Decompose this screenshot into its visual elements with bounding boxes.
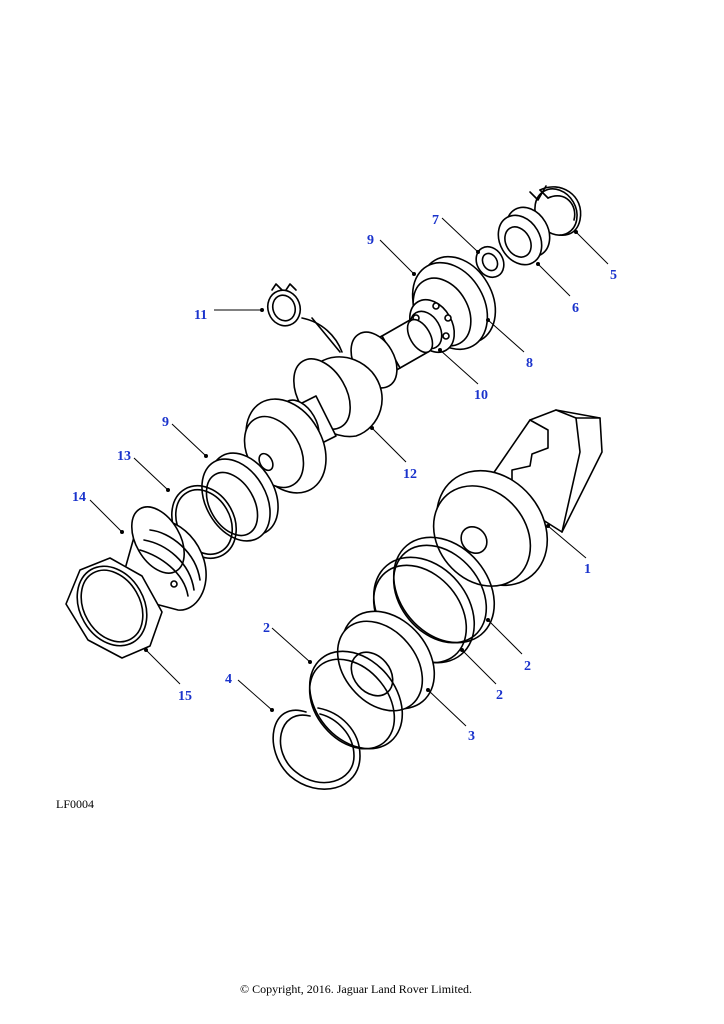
callout-6: 6	[572, 301, 579, 316]
part-12-pinion-shaft[interactable]	[230, 315, 438, 507]
callout-8: 8	[526, 356, 533, 371]
callout-15: 15	[178, 689, 192, 704]
part-9-bearing-lower[interactable]	[188, 441, 292, 553]
callout-9: 9	[367, 233, 374, 248]
callout-7: 7	[432, 213, 439, 228]
callout-3: 3	[468, 729, 475, 744]
callout-2: 2	[496, 688, 503, 703]
callout-1: 1	[584, 562, 591, 577]
part-11-circlip[interactable]	[263, 283, 343, 353]
part-7-washer[interactable]	[471, 242, 510, 283]
callout-labels: 1 2 2 2 3 4 5 6 7 8 9 9 10 11 12 13 14 1…	[72, 213, 617, 744]
part-4-split-ring[interactable]	[272, 707, 361, 790]
callout-2: 2	[263, 621, 270, 636]
callout-4: 4	[225, 672, 232, 687]
callout-9: 9	[162, 415, 169, 430]
callout-12: 12	[403, 467, 417, 482]
part-2-seal-ring-lower[interactable]	[291, 633, 422, 767]
leader-lines	[89, 217, 609, 727]
callout-2: 2	[524, 659, 531, 674]
part-2-seal-ring-upper[interactable]	[373, 517, 515, 662]
part-15-nut[interactable]	[63, 554, 163, 659]
part-1-rack[interactable]	[414, 409, 603, 608]
callout-10: 10	[474, 388, 488, 403]
callout-13: 13	[117, 449, 131, 464]
callout-5: 5	[610, 268, 617, 283]
copyright-notice: © Copyright, 2016. Jaguar Land Rover Lim…	[239, 982, 473, 996]
part-6-spacer[interactable]	[490, 199, 559, 272]
callout-14: 14	[72, 490, 86, 505]
callout-11: 11	[194, 308, 207, 323]
part-3-seal-housing[interactable]	[320, 593, 453, 728]
diagram-reference-code: LF0004	[56, 797, 95, 811]
